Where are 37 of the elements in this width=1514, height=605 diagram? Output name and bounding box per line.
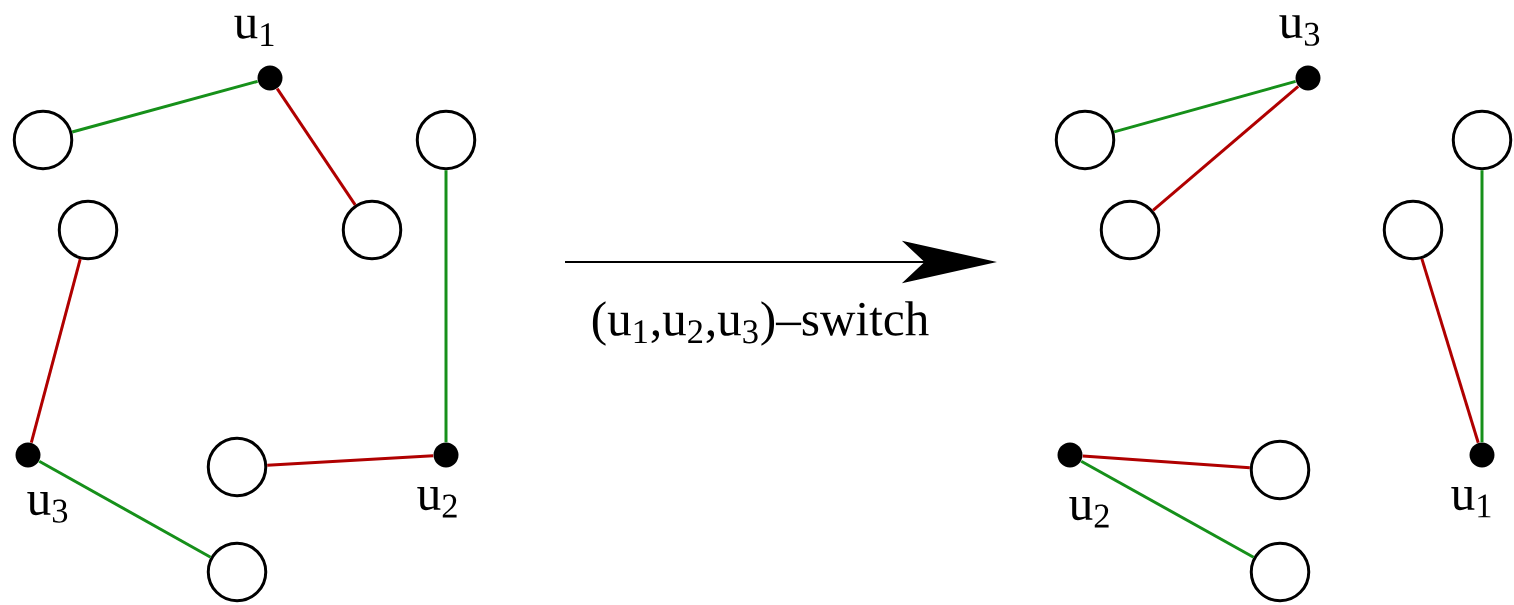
edge-line xyxy=(1420,258,1480,444)
vertex-circle xyxy=(415,109,477,171)
vertex-dot xyxy=(1057,442,1083,468)
edge-line xyxy=(1082,454,1250,470)
vertex-circle xyxy=(57,199,119,261)
arrow-label: (u$_{1}$,u$_{2}$,u$_{3}$)–switch xyxy=(592,301,929,346)
edge-line xyxy=(38,459,212,559)
vertex-label: u$_{3}$ xyxy=(1279,15,1320,46)
edge-line xyxy=(267,454,434,467)
edge-line xyxy=(1113,80,1297,134)
vertex-circle xyxy=(1382,199,1444,261)
edge-line xyxy=(444,170,448,443)
vertex-circle xyxy=(1249,541,1311,603)
vertex-label: u$_{1}$ xyxy=(234,15,274,46)
edge-line xyxy=(71,79,258,134)
edge-line xyxy=(29,258,82,443)
edge-line xyxy=(1152,85,1300,212)
vertex-circle xyxy=(1099,199,1161,261)
vertex-dot xyxy=(1469,442,1495,468)
vertex-dot xyxy=(1295,65,1321,91)
vertex-label: u$_{2}$ xyxy=(1069,497,1109,528)
vertex-dot xyxy=(15,442,41,468)
vertex-label: u$_{1}$ xyxy=(1451,487,1491,518)
vertex-dot xyxy=(433,442,459,468)
vertex-circle xyxy=(1451,109,1513,171)
vertex-label: u$_{2}$ xyxy=(417,487,457,518)
edge-line xyxy=(1480,170,1484,443)
vertex-dot xyxy=(257,65,283,91)
vertex-circle xyxy=(206,436,268,498)
vertex-label: u$_{3}$ xyxy=(27,492,68,523)
edge-line xyxy=(1080,459,1255,559)
vertex-circle xyxy=(1249,439,1311,501)
vertex-circle xyxy=(1054,109,1116,171)
edge-line xyxy=(275,87,357,206)
vertex-circle xyxy=(341,199,403,261)
vertex-circle xyxy=(206,541,268,603)
vertex-circle xyxy=(12,109,74,171)
